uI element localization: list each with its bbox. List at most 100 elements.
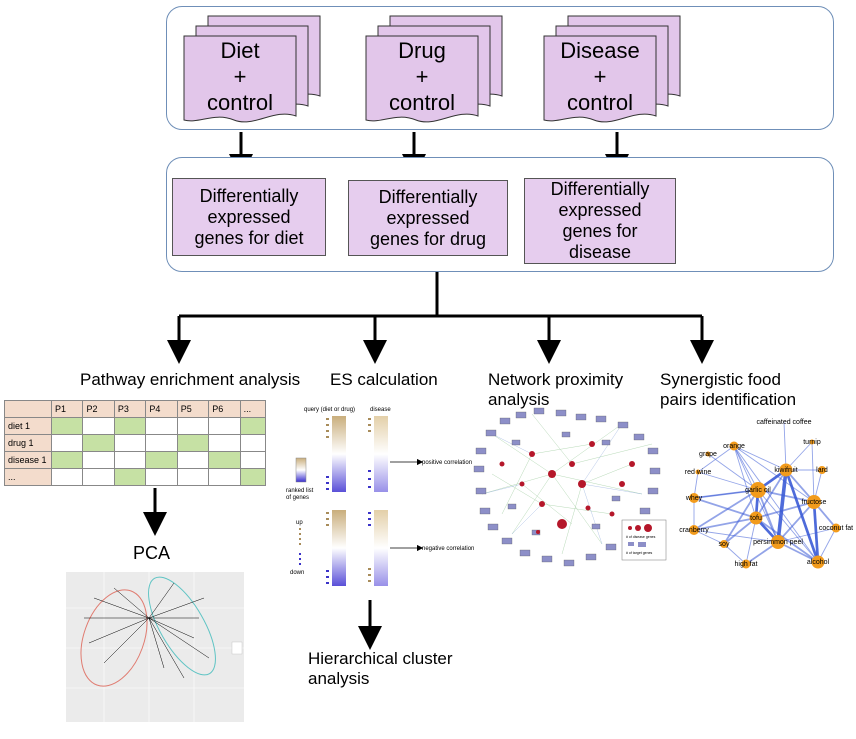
query-dots-bottom — [326, 512, 329, 526]
table-cell — [176, 417, 210, 435]
food-node — [720, 540, 728, 548]
food-network-edge — [693, 489, 759, 499]
table-cell — [208, 468, 241, 486]
food-node — [818, 466, 826, 474]
disease-dots-top — [368, 418, 371, 432]
table-cell — [113, 417, 147, 435]
es-panel: query (diet or drug) disease ranked list… — [286, 407, 474, 586]
food-node-label: orange — [723, 443, 745, 450]
food-node — [771, 535, 785, 549]
food-node-label: cranberry — [679, 527, 709, 534]
disease-dots-bottom-up — [368, 568, 371, 582]
table-row: drug 1 — [4, 434, 267, 452]
disease-gradient-bottom — [374, 510, 388, 586]
food-network-edge — [783, 421, 787, 471]
query-dots-bottom-down — [326, 570, 329, 584]
food-node-label: coconut fat — [819, 525, 853, 532]
table-cell — [176, 434, 210, 452]
table-cell — [176, 451, 210, 469]
updown-key-dots-up — [299, 528, 301, 545]
food-node-label: high fat — [735, 561, 758, 568]
table-cell — [145, 451, 178, 469]
table-cell — [50, 468, 84, 486]
ranked-label-1: ranked list — [286, 488, 314, 494]
row-label: diet 1 — [4, 417, 52, 435]
table-cell — [239, 434, 267, 452]
food-network-edge — [811, 441, 815, 503]
disease-dots-top-down — [368, 470, 371, 488]
table-cell — [239, 417, 267, 435]
food-node — [831, 523, 841, 533]
food-node-label: fructose — [802, 499, 827, 506]
food-node — [807, 495, 821, 509]
pca-heading: PCA — [133, 543, 171, 563]
col-header-p3: P3 — [113, 400, 147, 418]
table-cell — [176, 468, 210, 486]
col-header-p6: P6 — [208, 400, 241, 418]
table-cell — [239, 451, 267, 469]
food-node — [689, 493, 699, 503]
food-node-label: persimmon peel — [753, 539, 803, 546]
food-network-edge — [757, 489, 819, 563]
table-cell — [82, 434, 115, 452]
food-network-edge — [693, 517, 757, 531]
table-cell — [50, 417, 84, 435]
disease-gradient-top — [374, 416, 388, 492]
disease-control-label: Disease+control — [560, 38, 640, 115]
down-label: down — [290, 570, 304, 576]
food-network-edge — [693, 489, 759, 531]
food-node-label: alcohol — [807, 559, 830, 566]
pca-biplot — [66, 572, 244, 722]
food-node — [809, 439, 815, 445]
query-dots-top-down — [326, 476, 329, 490]
food-network-edge — [693, 529, 725, 545]
table-cell — [208, 451, 241, 469]
food-network-edge — [757, 489, 815, 503]
food-network-edge — [733, 445, 815, 503]
food-node-label: lard — [816, 467, 828, 474]
food-network-edge — [693, 497, 757, 519]
food-network-edge — [733, 445, 787, 471]
food-node — [705, 451, 711, 457]
food-network-edge — [693, 529, 779, 543]
table-cell — [145, 434, 178, 452]
food-node-label: caffeinated coffee — [756, 419, 811, 426]
up-label: up — [296, 520, 303, 526]
pathway-table-header: P1 P2 P3 P4 P5 P6 ... — [4, 400, 267, 418]
ranked-label-2: of genes — [286, 495, 309, 501]
legend-target-genes: # of target genes — [626, 551, 653, 555]
table-row: ... — [4, 468, 267, 486]
table-cell — [113, 434, 147, 452]
table-row: diet 1 — [4, 417, 267, 435]
food-network-edge — [733, 445, 819, 563]
food-node — [811, 555, 825, 569]
food-network-edge — [733, 445, 757, 519]
food-network-edge — [812, 501, 820, 563]
food-node — [750, 482, 766, 498]
food-node-label: turnip — [803, 439, 821, 446]
food-network-edge — [757, 489, 779, 543]
table-cell — [82, 451, 115, 469]
drug-control-label: Drug+control — [388, 38, 456, 115]
table-cell — [208, 434, 241, 452]
positive-correlation-label: positive correlation — [422, 460, 472, 466]
pathway-table: P1 P2 P3 P4 P5 P6 ... diet 1 drug 1 dise… — [4, 400, 267, 486]
table-cell — [50, 451, 84, 469]
col-header-p4: P4 — [145, 400, 178, 418]
table-cell — [82, 417, 115, 435]
food-network-edge — [776, 469, 788, 543]
diet-control-label: Diet+control — [206, 38, 274, 115]
food-network-edge — [723, 543, 747, 565]
table-corner — [4, 400, 52, 418]
col-header-p2: P2 — [82, 400, 115, 418]
updown-key-dots-down — [299, 553, 301, 565]
query-label: query (diet or drug) — [304, 407, 355, 413]
table-cell — [145, 417, 178, 435]
food-node-label: whey — [685, 495, 703, 502]
